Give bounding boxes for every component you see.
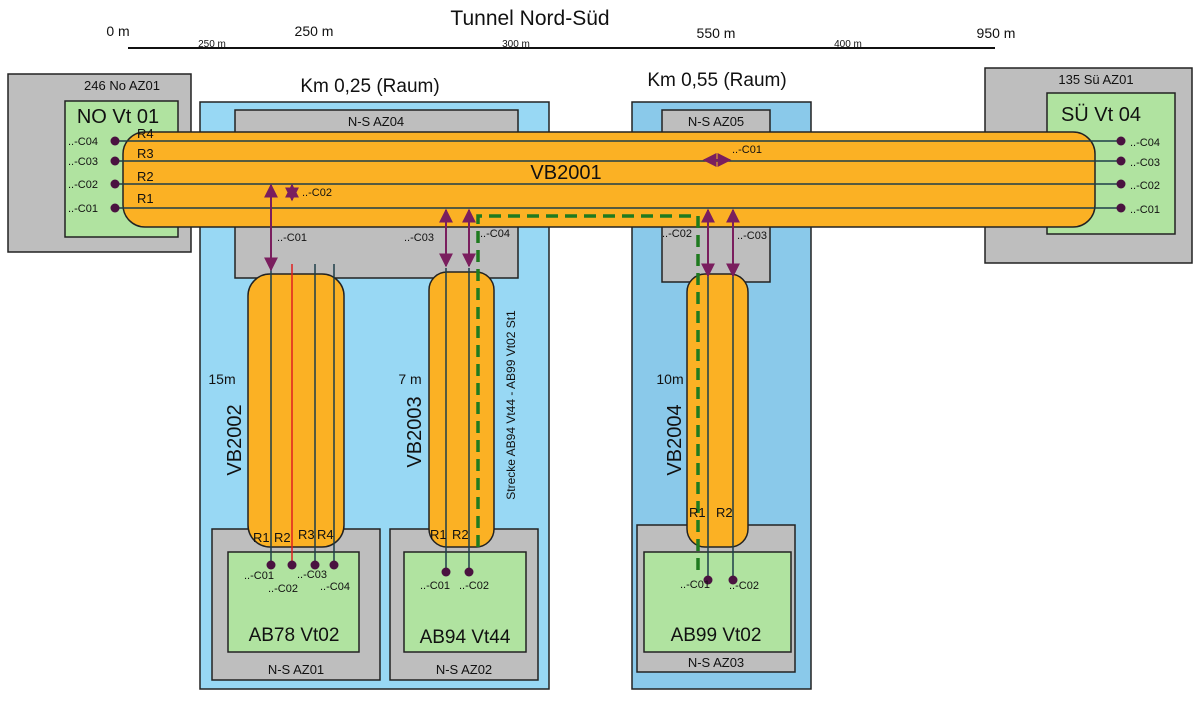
port-label-vb2002-c01: ..-C01 [277, 232, 307, 244]
scale-segment-300m: 300 m [502, 39, 530, 50]
duct-vb2001-label: VB2001 [530, 162, 601, 184]
scale-segment-250m: 250 m [198, 39, 226, 50]
port-label-ab99-c02: ..-C02 [729, 580, 759, 592]
duct-vb2004-label: VB2004 [664, 404, 686, 475]
row-label-r3: R3 [137, 146, 154, 161]
port-label-ab94-c01: ..-C01 [420, 580, 450, 592]
device-ab78-vt02-label: AB78 Vt02 [249, 625, 340, 646]
port-label-su-c02: ..-C02 [1130, 180, 1160, 192]
port-no-c03[interactable] [110, 156, 120, 166]
port-label-no-c01: ..-C01 [68, 203, 98, 215]
port-dots [110, 136, 1126, 585]
row-label-r1: R1 [137, 191, 154, 206]
port-ab99-c01[interactable] [703, 575, 713, 585]
port-label-su-c01: ..-C01 [1130, 204, 1160, 216]
port-label-su-c03: ..-C03 [1130, 157, 1160, 169]
row-label-vb2002-r2: R2 [274, 530, 291, 545]
port-su-c02[interactable] [1116, 179, 1126, 189]
area-135-su-az01-label: 135 Sü AZ01 [1058, 72, 1133, 87]
duct-vb2003-length: 7 m [398, 371, 421, 387]
area-ns-az05-label: N-S AZ05 [688, 114, 744, 129]
scale-segment-400m: 400 m [834, 39, 862, 50]
duct-vb2003[interactable] [428, 271, 495, 548]
port-label-vb2003-c03: ..-C03 [404, 232, 434, 244]
scale-mark-950m: 950 m [977, 25, 1016, 41]
scale-mark-0m: 0 m [106, 23, 129, 39]
cables-vertical [270, 264, 734, 580]
port-label-no-c02: ..-C02 [68, 179, 98, 191]
device-ab94-vt44-label: AB94 Vt44 [420, 627, 511, 648]
device-ab99-vt02-label: AB99 Vt02 [671, 625, 762, 646]
duct-vb2002[interactable] [247, 273, 345, 548]
port-ab99-c02[interactable] [728, 575, 738, 585]
area-ns-az02-label: N-S AZ02 [436, 662, 492, 677]
scale-mark-550m: 550 m [697, 25, 736, 41]
area-ns-az03-label: N-S AZ03 [688, 655, 744, 670]
route-ab94-ab99 [476, 214, 700, 572]
port-su-c04[interactable] [1116, 136, 1126, 146]
row-label-vb2002-r1: R1 [253, 530, 270, 545]
device-ab99-vt02[interactable] [643, 551, 792, 653]
diagram-title: Tunnel Nord-Süd [450, 7, 609, 30]
room-km055-label: Km 0,55 (Raum) [647, 70, 786, 91]
port-no-c01[interactable] [110, 203, 120, 213]
duct-vb2003-label: VB2003 [404, 396, 426, 467]
row-label-vb2003-r2: R2 [452, 527, 469, 542]
duct-vb2002-length: 15m [208, 371, 235, 387]
scale-mark-250m: 250 m [295, 23, 334, 39]
port-label-ab78-c02: ..-C02 [268, 583, 298, 595]
cables-vb2001 [115, 140, 1121, 209]
area-246-no-az01-label: 246 No AZ01 [84, 78, 160, 93]
port-label-vb2003-c04: ..-C04 [480, 228, 510, 240]
port-label-ab78-c04: ..-C04 [320, 581, 350, 593]
port-label-no-c03: ..-C03 [68, 156, 98, 168]
port-no-c02[interactable] [110, 179, 120, 189]
row-label-r4: R4 [137, 126, 154, 141]
row-label-vb2002-r3: R3 [298, 527, 315, 542]
area-ns-az04-label: N-S AZ04 [348, 114, 404, 129]
row-label-vb2004-r2: R2 [716, 505, 733, 520]
port-label-ab78-c03: ..-C03 [297, 569, 327, 581]
port-label-vb2004-c03: ..-C03 [737, 230, 767, 242]
port-label-no-c04: ..-C04 [68, 136, 98, 148]
port-su-c03[interactable] [1116, 156, 1126, 166]
row-label-vb2003-r1: R1 [430, 527, 447, 542]
port-label-vb2001-c02: ..-C02 [302, 187, 332, 199]
port-su-c01[interactable] [1116, 203, 1126, 213]
route-label: Strecke AB94 Vt44 - AB99 Vt02 St1 [504, 310, 518, 500]
port-label-su-c04: ..-C04 [1130, 137, 1160, 149]
connection-arrows [264, 153, 740, 278]
port-label-ab94-c02: ..-C02 [459, 580, 489, 592]
port-no-c04[interactable] [110, 136, 120, 146]
port-label-vb2001-c01: ..-C01 [732, 144, 762, 156]
row-label-vb2004-r1: R1 [689, 505, 706, 520]
device-no-vt01-label: NO Vt 01 [77, 106, 159, 128]
port-ab78-c04[interactable] [329, 560, 339, 570]
port-label-ab78-c01: ..-C01 [244, 570, 274, 582]
area-ns-az01-label: N-S AZ01 [268, 662, 324, 677]
port-label-vb2004-c02: ..-C02 [662, 228, 692, 240]
port-ab94-c01[interactable] [441, 567, 451, 577]
row-label-vb2002-r4: R4 [317, 527, 334, 542]
room-km025-label: Km 0,25 (Raum) [300, 76, 439, 97]
row-label-r2: R2 [137, 169, 154, 184]
port-ab94-c02[interactable] [464, 567, 474, 577]
port-ab78-c03[interactable] [310, 560, 320, 570]
device-su-vt04-label: SÜ Vt 04 [1061, 104, 1141, 126]
device-ab94-vt44[interactable] [403, 551, 527, 653]
duct-vb2001[interactable] [122, 131, 1096, 228]
duct-vb2002-label: VB2002 [224, 404, 246, 475]
duct-vb2004-length: 10m [656, 371, 683, 387]
port-ab78-c02[interactable] [287, 560, 297, 570]
port-label-ab99-c01: ..-C01 [680, 579, 710, 591]
port-ab78-c01[interactable] [266, 560, 276, 570]
